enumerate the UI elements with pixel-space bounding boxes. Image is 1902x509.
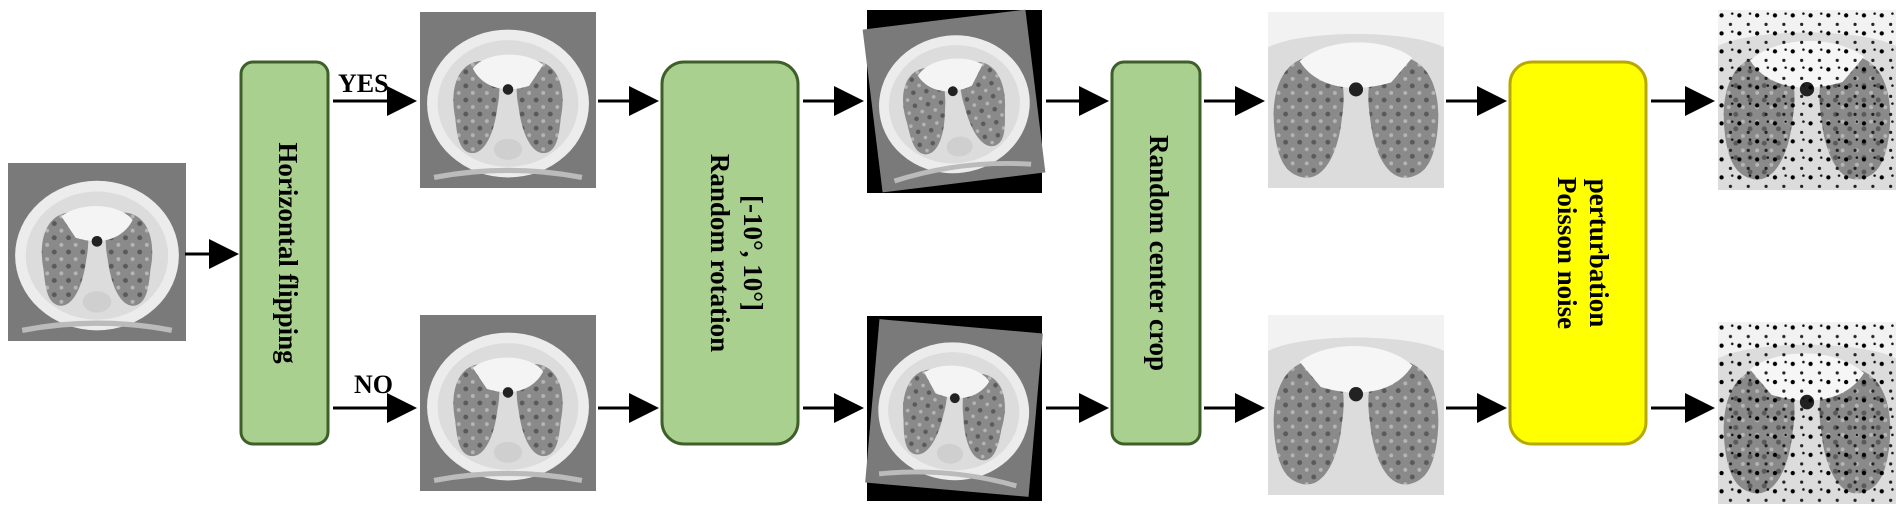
horizontal-flipping-label: Horizontal flipping — [273, 142, 303, 364]
noisy-ct-image-bottom — [1718, 322, 1896, 504]
yes-branch-label: YES — [338, 69, 389, 98]
cropped-ct-image-bottom — [1268, 315, 1444, 495]
non-flipped-ct-image — [420, 315, 596, 491]
random-rotation-label: Random rotation — [705, 154, 735, 352]
cropped-ct-image-top — [1268, 12, 1444, 188]
flipped-ct-image — [420, 12, 596, 188]
noisy-ct-image-top — [1718, 10, 1896, 190]
rotated-ct-image-top — [863, 10, 1046, 193]
perturbation-label: perturbation — [1584, 179, 1614, 328]
rotated-ct-image-bottom — [865, 316, 1043, 501]
input-ct-image — [8, 163, 186, 341]
poisson-noise-label: Poisson noise — [1552, 177, 1582, 329]
random-center-crop-label: Random center crop — [1144, 135, 1174, 371]
random-center-crop-box — [1110, 60, 1202, 446]
random-rotation-box — [660, 60, 800, 446]
poisson-noise-box — [1508, 60, 1648, 446]
no-branch-label: NO — [354, 370, 393, 399]
rotation-range-label: [-10°, 10°] — [738, 195, 768, 311]
horizontal-flipping-box — [239, 60, 330, 446]
